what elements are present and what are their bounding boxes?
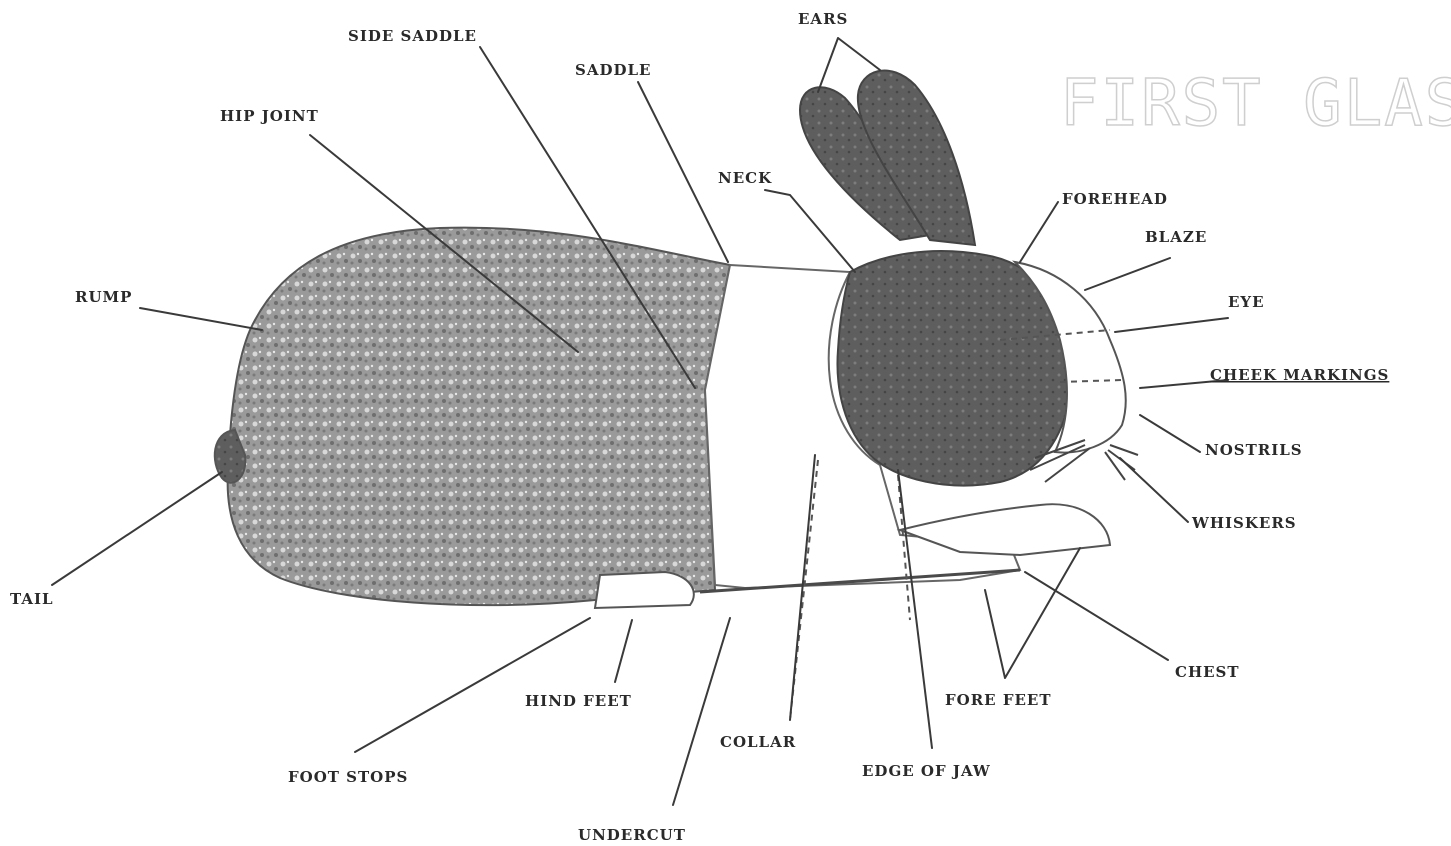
label-tail: TAIL [10,590,54,608]
saddle-leader [638,82,728,262]
label-foot-stops: FOOT STOPS [288,768,408,786]
forehead-leader [1020,202,1058,262]
rump-leader [140,308,262,330]
label-ears: EARS [798,10,848,28]
hindquarters [228,228,730,605]
eye-leader [1115,318,1228,332]
label-edge-of-jaw: EDGE OF JAW [862,762,991,780]
foot-stops-leader [355,618,590,752]
label-nostrils: NOSTRILS [1205,441,1303,459]
tail-leader [52,472,222,585]
label-rump: RUMP [75,288,132,306]
label-hind-feet: HIND FEET [525,692,632,710]
nostrils-leader [1140,415,1200,452]
label-saddle: SADDLE [575,61,651,79]
edge-of-jaw-leader [898,470,932,748]
label-forehead: FOREHEAD [1062,190,1168,208]
label-fore-feet: FORE FEET [945,691,1052,709]
rabbit-figure [215,71,1138,720]
label-side-saddle: SIDE SADDLE [348,27,477,45]
whiskers-leader [1120,458,1188,522]
neck-leader [765,190,855,272]
first-class-stamp: FIRST GLASS [1060,67,1451,141]
label-undercut: UNDERCUT [578,826,686,844]
label-neck: NECK [718,169,772,187]
label-chest: CHEST [1175,663,1240,681]
hind-feet-leader [615,620,632,682]
undercut-leader [673,618,730,805]
hind-foot-shape [595,572,694,608]
label-hip-joint: HIP JOINT [220,107,319,125]
chest-leader [1025,572,1168,660]
label-eye: EYE [1228,293,1265,311]
label-blaze: BLAZE [1145,228,1207,246]
label-whiskers: WHISKERS [1191,514,1297,532]
label-collar: COLLAR [720,733,796,751]
blaze-leader [1085,258,1170,290]
label-cheek-markings: CHEEK MARKINGS [1210,366,1389,384]
